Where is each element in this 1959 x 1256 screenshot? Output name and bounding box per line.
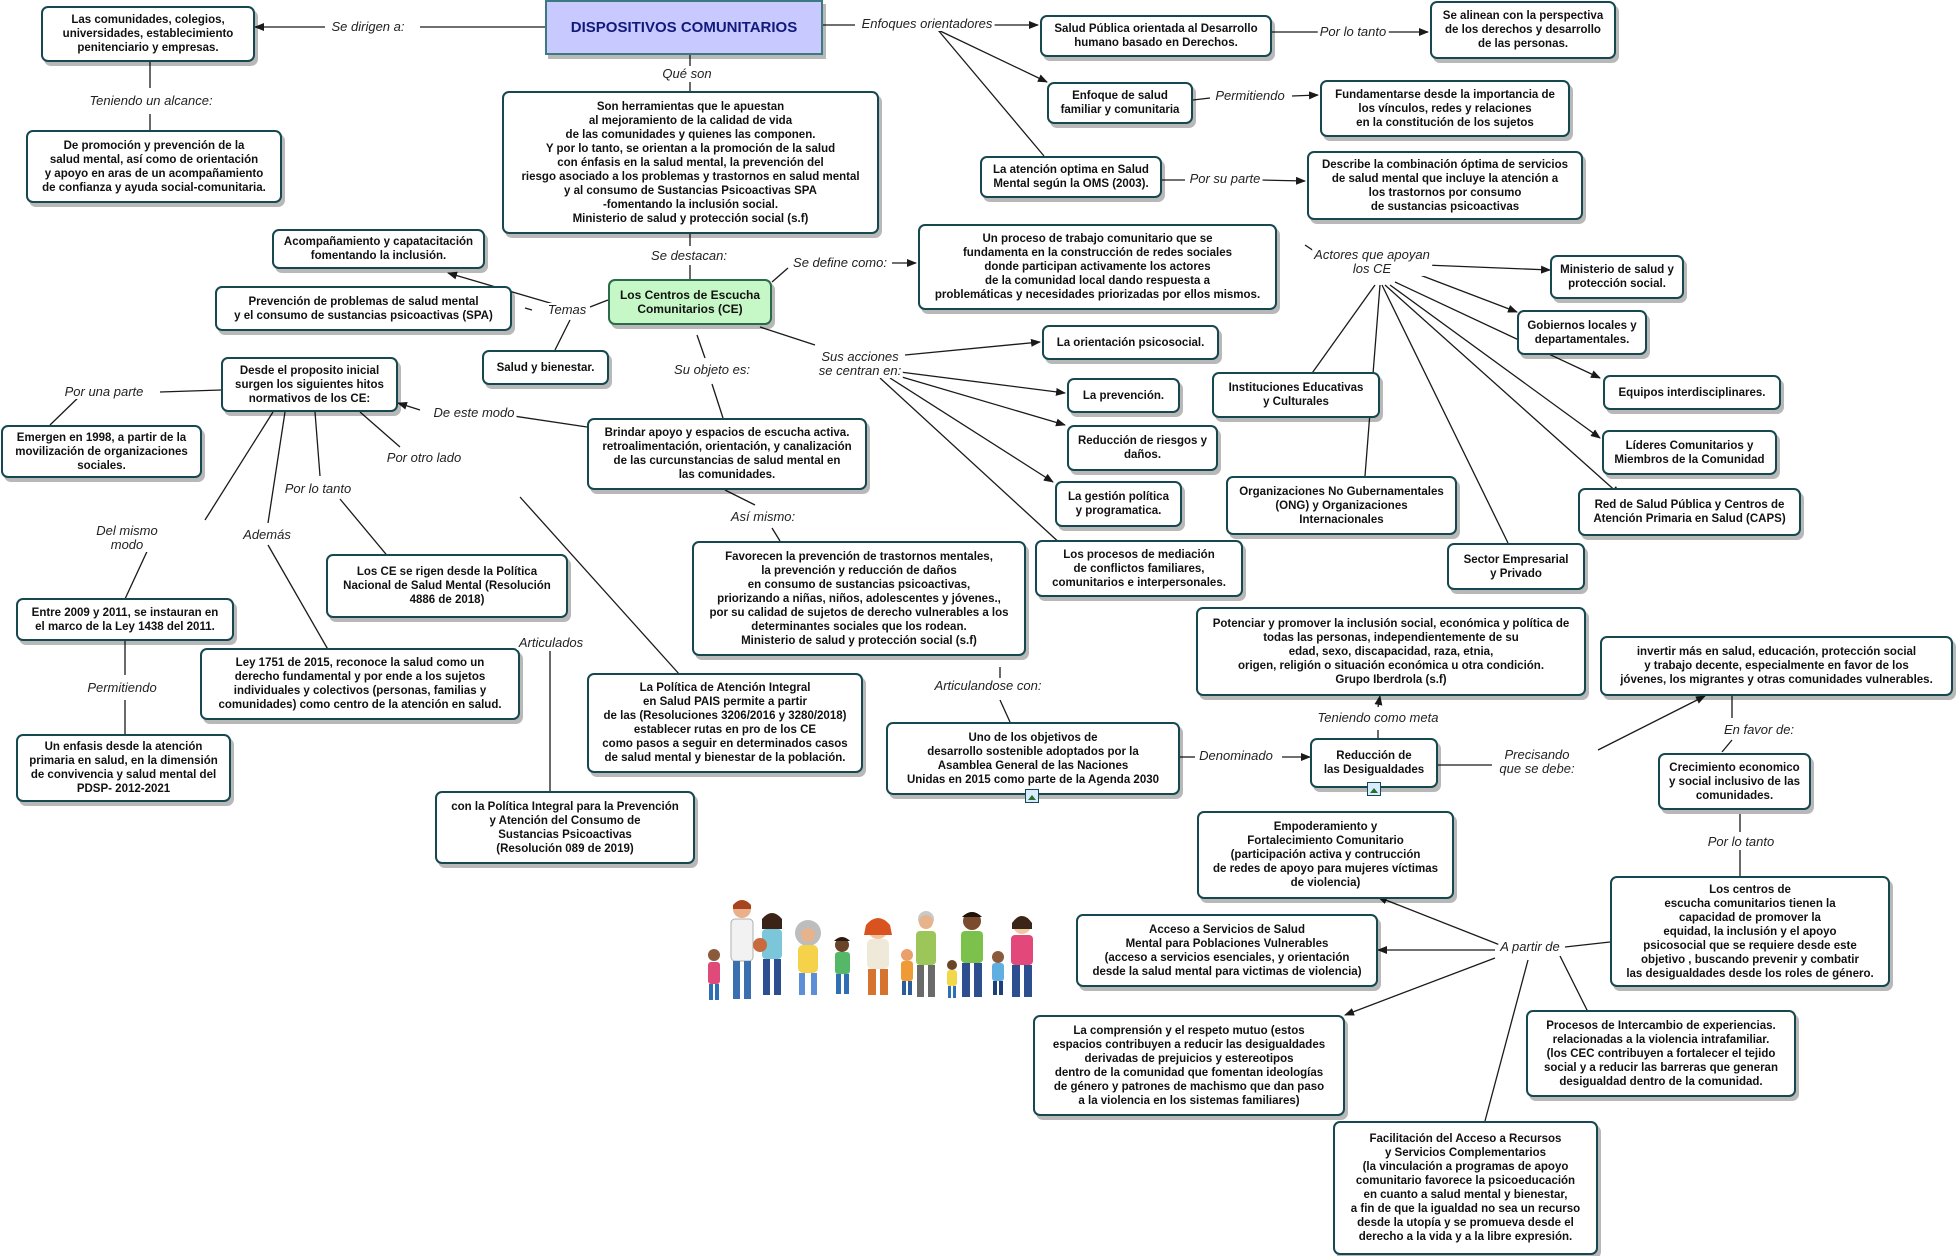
empowerment-node: Empoderamiento y Fortalecimiento Comunit… <box>1197 811 1454 899</box>
label-enfoques: Enfoques orientadores <box>859 16 995 31</box>
psychosocial-orientation-node: La orientación psicosocial. <box>1042 325 1219 360</box>
label-por-lo-tanto-2: Por lo tanto <box>282 481 354 496</box>
mutual-respect-node: La comprensión y el respeto mutuo (estos… <box>1033 1015 1345 1116</box>
label-se-dirigen: Se dirigen a: <box>329 19 407 34</box>
oms-care-node: La atención optima en Salud Mental según… <box>980 156 1162 198</box>
community-people-illustration <box>708 900 1033 1000</box>
experience-exchange-node: Procesos de Intercambio de experiencias.… <box>1526 1010 1796 1097</box>
law-1438-node: Entre 2009 y 2011, se instauran en el ma… <box>16 598 234 641</box>
sdg-objective-node: Uno de los objetivos de desarrollo soste… <box>886 722 1180 795</box>
ngo-actor-node: Organizaciones No Gubernamentales (ONG) … <box>1226 476 1457 535</box>
target-audience-node: Las comunidades, colegios, universidades… <box>41 6 255 62</box>
label-permitiendo-1: Permitiendo <box>1213 88 1287 103</box>
label-a-partir: A partir de <box>1498 939 1562 954</box>
scope-node: De promoción y prevención de la salud me… <box>26 130 282 203</box>
listening-centers-central-node: Los Centros de Escucha Comunitarios (CE) <box>608 279 772 325</box>
optimal-services-node: Describe la combinación óptima de servic… <box>1307 151 1583 220</box>
label-por-lo-tanto-1: Por lo tanto <box>1317 24 1389 39</box>
reduce-inequalities-node: Reducción de las Desigualdades <box>1310 738 1438 788</box>
label-por-su-parte: Por su parte <box>1187 171 1263 186</box>
definition-tools-node: Son herramientas que le apuestan al mejo… <box>502 91 879 234</box>
label-se-define: Se define como: <box>791 255 889 270</box>
label-del-mismo-modo: Del mismo modo <box>94 523 160 552</box>
public-health-node: Salud Pública orientada al Desarrollo hu… <box>1040 15 1272 57</box>
label-precisando: Precisando que se debe: <box>1497 747 1577 776</box>
invest-health-node: invertir más en salud, educación, protec… <box>1600 636 1953 696</box>
label-ademas: Además <box>241 527 293 542</box>
integral-spa-policy-node: con la Política Integral para la Prevenc… <box>435 791 695 864</box>
label-sus-acciones: Sus acciones se centran en: <box>816 349 904 378</box>
interdisciplinary-teams-actor-node: Equipos interdisciplinares. <box>1603 375 1781 410</box>
community-leaders-actor-node: Líderes Comunitarios y Miembros de la Co… <box>1602 430 1777 475</box>
label-se-destacan: Se destacan: <box>649 248 729 263</box>
label-por-otro-lado: Por otro lado <box>384 450 464 465</box>
support-training-node: Acompañamiento y capatacitación fomentan… <box>272 229 485 269</box>
pdsp-emphasis-node: Un enfasis desde la atención primaria en… <box>16 734 231 802</box>
risk-reduction-node: Reducción de riesgos y daños. <box>1067 425 1218 471</box>
emerged-1998-node: Emergen en 1998, a partir de la moviliza… <box>1 425 202 478</box>
ministry-actor-node: Ministerio de salud y protección social. <box>1550 255 1684 299</box>
educational-institutions-actor-node: Instituciones Educativas y Culturales <box>1212 372 1380 418</box>
label-denominado: Denominado <box>1197 748 1275 763</box>
label-teniendo-meta: Teniendo como meta <box>1315 710 1441 725</box>
prevention-action-node: La prevención. <box>1067 378 1180 413</box>
business-sector-actor-node: Sector Empresarial y Privado <box>1447 543 1585 590</box>
label-teniendo-alcance: Teniendo un alcance: <box>87 93 215 108</box>
active-listening-node: Brindar apoyo y espacios de escucha acti… <box>587 418 867 490</box>
normative-milestones-node: Desde el proposito inicial surgen los si… <box>221 357 398 412</box>
label-que-son: Qué son <box>660 66 714 81</box>
economic-growth-node: Crecimiento economico y social inclusivo… <box>1658 753 1811 810</box>
map-title: DISPOSITIVOS COMUNITARIOS <box>545 0 823 55</box>
mental-health-access-node: Acceso a Servicios de Salud Mental para … <box>1076 914 1378 987</box>
label-asi-mismo: Así mismo: <box>728 509 798 524</box>
prevention-spa-node: Prevención de problemas de salud mental … <box>215 286 512 331</box>
centers-equity-node: Los centros de escucha comunitarios tien… <box>1610 876 1890 987</box>
community-process-node: Un proceso de trabajo comunitario que se… <box>918 224 1277 310</box>
label-articulandose: Articulandose con: <box>932 678 1044 693</box>
label-permitiendo-2: Permitiendo <box>85 680 159 695</box>
family-health-node: Enfoque de salud familiar y comunitaria <box>1047 82 1193 124</box>
resource-access-node: Facilitación del Acceso a Recursos y Ser… <box>1333 1121 1598 1255</box>
label-en-favor: En favor de: <box>1721 722 1797 737</box>
label-temas: Temas <box>545 302 589 317</box>
conflict-mediation-node: Los procesos de mediación de conflictos … <box>1035 540 1243 597</box>
mental-disorder-prevention-node: Favorecen la prevención de trastornos me… <box>692 541 1026 656</box>
label-su-objeto: Su objeto es: <box>672 362 752 377</box>
label-de-este-modo: De este modo <box>431 405 517 420</box>
image-icon[interactable] <box>1367 782 1381 796</box>
law-1751-node: Ley 1751 de 2015, reconoce la salud como… <box>200 648 520 720</box>
public-health-network-actor-node: Red de Salud Pública y Centros de Atenci… <box>1578 488 1801 536</box>
national-policy-node: Los CE se rigen desde la Política Nacion… <box>326 554 568 618</box>
local-governments-actor-node: Gobiernos locales y departamentales. <box>1517 310 1647 355</box>
label-por-una-parte: Por una parte <box>62 384 146 399</box>
rights-perspective-node: Se alinean con la perspectiva de los der… <box>1430 1 1616 59</box>
label-articulados: Articulados <box>516 635 586 650</box>
bonds-networks-node: Fundamentarse desde la importancia de lo… <box>1320 80 1570 137</box>
label-actores: Actores que apoyan los CE <box>1312 247 1432 276</box>
social-inclusion-goal-node: Potenciar y promover la inclusión social… <box>1196 607 1586 696</box>
pais-policy-node: La Política de Atención Integral en Salu… <box>587 673 863 773</box>
political-management-node: La gestión política y programatica. <box>1055 481 1182 527</box>
label-por-lo-tanto-3: Por lo tanto <box>1705 834 1777 849</box>
image-icon[interactable] <box>1025 789 1039 803</box>
health-wellbeing-node: Salud y bienestar. <box>482 350 609 385</box>
